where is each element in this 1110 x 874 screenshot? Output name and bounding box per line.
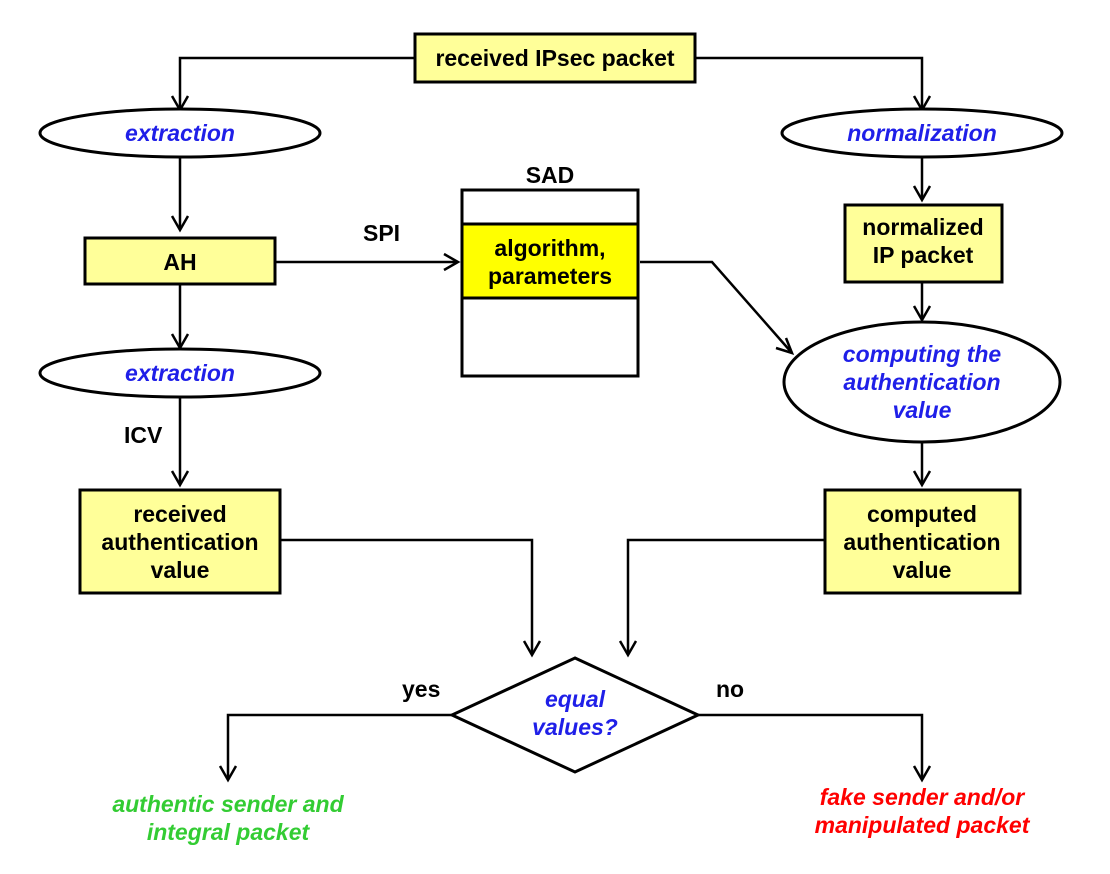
edge-packet-to-normalization xyxy=(695,56,924,110)
yes-label: yes xyxy=(402,676,440,702)
arrowhead-computing-diag xyxy=(775,337,795,355)
spi-label: SPI xyxy=(363,220,400,246)
sad-entry-line-1: algorithm, xyxy=(494,235,605,261)
sad-entry-line-2: parameters xyxy=(488,263,612,289)
edge-packet-to-extraction xyxy=(178,56,415,110)
node-computing: computing the authentication value xyxy=(782,320,1062,444)
edge-computed-to-decision xyxy=(626,538,825,655)
no-label: no xyxy=(716,676,744,702)
arrowheads xyxy=(170,95,932,783)
arrowhead-decision-right xyxy=(618,640,638,658)
sad-title: SAD xyxy=(526,162,575,188)
arrowhead-normalized xyxy=(912,185,932,203)
extraction-bottom-label: extraction xyxy=(125,360,235,386)
edge-decision-yes xyxy=(226,713,452,780)
node-received-auth: received authentication value xyxy=(78,488,282,595)
arrowhead-decision-left xyxy=(522,640,542,658)
arrowhead-yes xyxy=(218,765,238,783)
result-yes-line-2: integral packet xyxy=(147,819,311,845)
arrowhead-no xyxy=(912,765,932,783)
sad-entry-highlight xyxy=(460,222,640,300)
received-auth-line-1: received xyxy=(133,501,226,527)
computed-auth-line-3: value xyxy=(893,557,952,583)
node-normalization: normalization xyxy=(780,107,1064,159)
edge-sad-to-computing xyxy=(640,260,793,354)
computing-line-3: value xyxy=(893,397,952,423)
edge-decision-no xyxy=(698,713,924,780)
arrowhead-sad xyxy=(443,252,461,272)
received-auth-line-2: authentication xyxy=(101,529,258,555)
node-decision: equal values? xyxy=(448,656,702,774)
received-packet-label: received IPsec packet xyxy=(435,45,674,71)
node-computed-auth: computed authentication value xyxy=(823,488,1022,595)
arrowhead-ah xyxy=(170,215,190,233)
result-yes-line-1: authentic sender and xyxy=(112,791,344,817)
node-sad: SAD algorithm, parameters xyxy=(460,162,640,378)
decision-line-2: values? xyxy=(532,714,618,740)
result-no-line-1: fake sender and/or xyxy=(820,784,1026,810)
arrowhead-computing xyxy=(912,305,932,323)
node-normalized-packet: normalized IP packet xyxy=(843,203,1004,284)
outcome-authentic: authentic sender and integral packet xyxy=(112,791,344,845)
node-received-packet: received IPsec packet xyxy=(413,32,697,84)
ah-label: AH xyxy=(163,249,196,275)
node-extraction-bottom: extraction xyxy=(38,347,322,399)
computing-line-2: authentication xyxy=(843,369,1000,395)
computed-auth-line-2: authentication xyxy=(843,529,1000,555)
normalized-packet-line-1: normalized xyxy=(862,214,983,240)
computing-line-1: computing the xyxy=(843,341,1002,367)
connectors xyxy=(178,56,924,780)
arrowhead-computed xyxy=(912,470,932,488)
outcome-fake: fake sender and/or manipulated packet xyxy=(815,784,1031,838)
received-auth-line-3: value xyxy=(151,557,210,583)
result-no-line-2: manipulated packet xyxy=(815,812,1031,838)
decision-line-1: equal xyxy=(545,686,606,712)
icv-label: ICV xyxy=(124,422,163,448)
extraction-top-label: extraction xyxy=(125,120,235,146)
computed-auth-line-1: computed xyxy=(867,501,977,527)
node-ah: AH xyxy=(83,236,277,286)
normalization-label: normalization xyxy=(847,120,997,146)
normalized-packet-line-2: IP packet xyxy=(873,242,974,268)
arrowhead-received xyxy=(170,470,190,488)
node-extraction-top: extraction xyxy=(38,107,322,159)
edge-received-to-decision xyxy=(280,538,534,655)
